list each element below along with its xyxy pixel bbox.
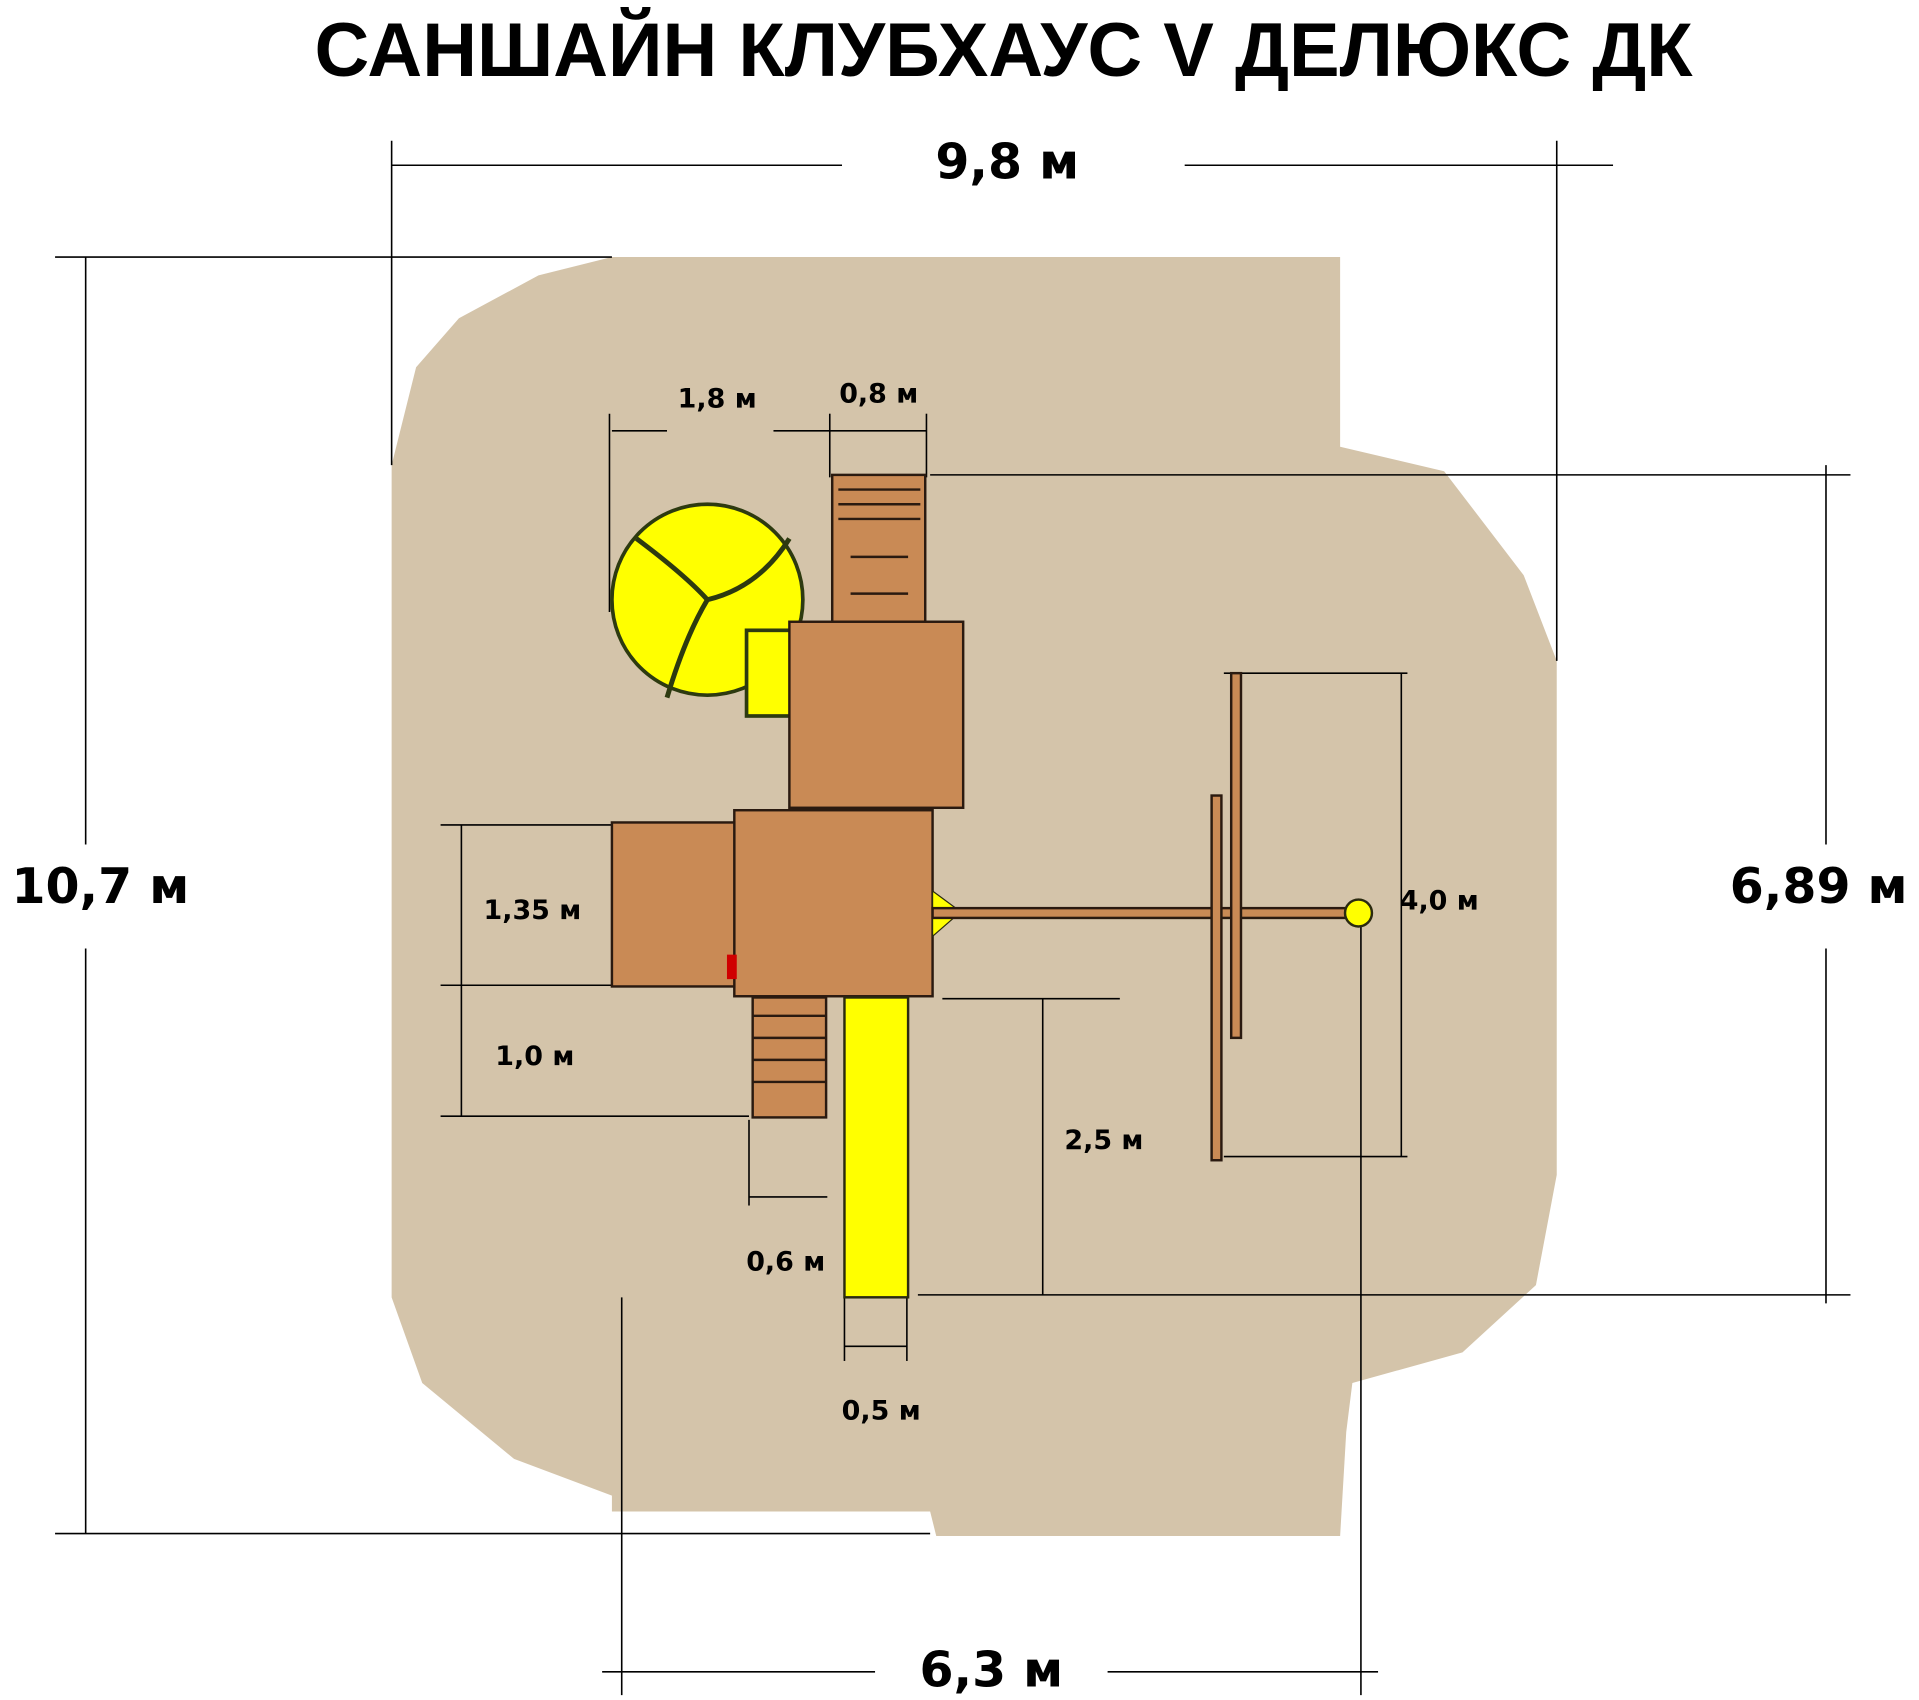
play-structure: [610, 473, 1374, 1299]
dimension-lines: [55, 140, 1851, 1696]
label-overall-width: 9,8 м: [935, 134, 1079, 191]
swing-beam: [931, 906, 1365, 920]
diagram-title: САНШАЙН КЛУБХАУС V ДЕЛЮКС ДК: [315, 7, 1694, 93]
swing-leg-b: [1210, 794, 1223, 1162]
label-swing-beam-width: 4,0 м: [1400, 885, 1479, 916]
label-deck-width: 1,35 м: [484, 895, 582, 926]
label-spiral-slide-width: 1,8 м: [678, 384, 757, 415]
label-step-ladder-width: 0,6 м: [746, 1246, 825, 1277]
step-ladder: [751, 996, 828, 1119]
straight-slide: [843, 996, 910, 1299]
top-ladder: [830, 473, 927, 623]
dimension-labels: 9,8 м 10,7 м 6,89 м 6,3 м 1,8 м 0,8 м 1,…: [11, 134, 1907, 1699]
lower-deck: [733, 809, 934, 998]
label-slide-length: 2,5 м: [1064, 1125, 1143, 1156]
label-ladder-width: 0,8 м: [839, 379, 918, 410]
label-overall-length: 10,7 м: [11, 858, 189, 915]
label-swing-length: 6,89 м: [1730, 858, 1908, 915]
label-slide-width: 0,5 м: [842, 1396, 921, 1427]
spiral-slide: [610, 502, 805, 718]
label-bottom-width: 6,3 м: [919, 1642, 1063, 1699]
label-ramp-length: 1,0 м: [495, 1041, 574, 1072]
climbing-wall: [610, 821, 736, 988]
upper-deck: [788, 620, 965, 810]
swing-leg-a: [1229, 671, 1243, 1040]
